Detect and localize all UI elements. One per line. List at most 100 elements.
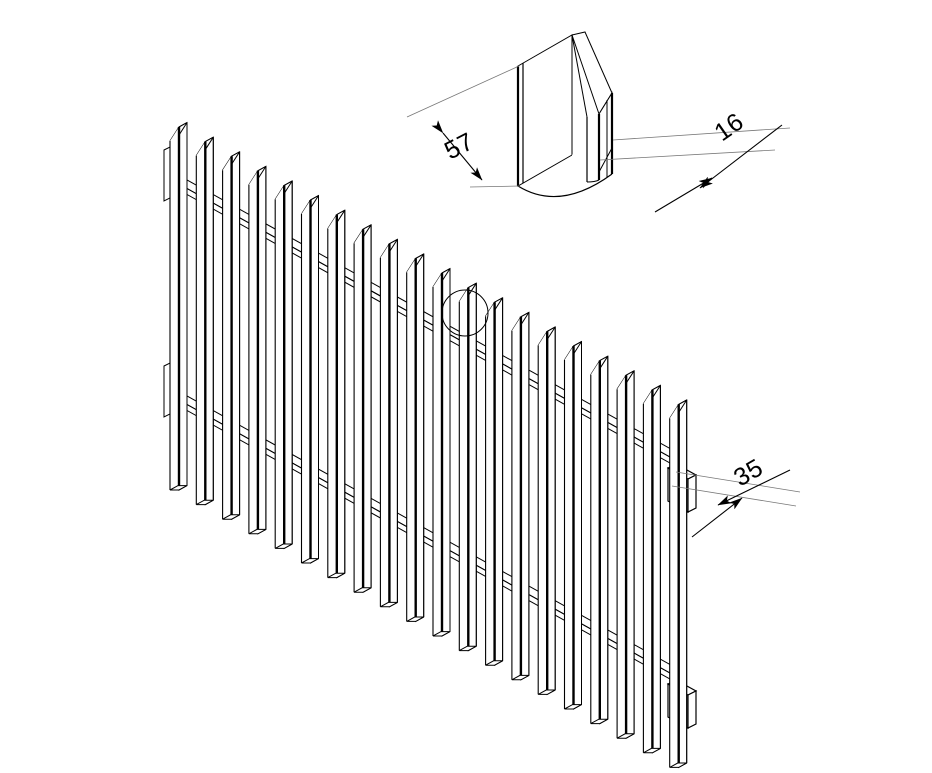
fence-picket (590, 355, 609, 725)
fence-picket (458, 282, 477, 652)
fence-picket (300, 194, 319, 564)
fence-picket (353, 223, 372, 594)
dim-16-arrow-upper (699, 124, 783, 189)
picket-bottom-end (564, 704, 582, 710)
fence-picket (169, 121, 188, 491)
dim-16-ext-upper (612, 127, 791, 141)
picket-side-face (494, 296, 504, 667)
dimension-57: 57 (406, 65, 521, 188)
dim-57-ext-upper (406, 65, 520, 118)
picket-front-face (485, 302, 495, 666)
picket-front-face (275, 185, 285, 549)
picket-side-face (388, 238, 398, 608)
picket-front-face (301, 200, 311, 563)
picket-side-face (415, 253, 425, 623)
left-rail-end-tabs (163, 146, 171, 418)
fence-picket (511, 311, 530, 681)
picket-bottom-end (485, 660, 503, 666)
detail-picket-front-body (572, 114, 599, 176)
fence-picket (222, 150, 241, 521)
picket-front-face (222, 156, 232, 520)
picket-bottom-end (169, 485, 188, 491)
dimension-16: 16 (599, 107, 791, 213)
dim-35-arrow-lower (691, 497, 743, 538)
fence-picket (537, 326, 556, 696)
fence-pickets-group (169, 121, 688, 769)
picket-front-face (406, 258, 416, 622)
fence-picket (642, 384, 661, 754)
picket-bottom-end (222, 514, 240, 520)
fence-picket (616, 369, 635, 740)
fence-picket (406, 253, 425, 623)
dim-35-ext-upper (675, 471, 801, 493)
picket-bottom-end (669, 762, 687, 768)
picket-front-face (380, 243, 390, 607)
picket-front-face (590, 360, 600, 724)
detail-bevel-fold-line (571, 34, 588, 118)
picket-bottom-end (511, 674, 530, 681)
fence-picket (669, 399, 688, 769)
picket-side-face (362, 223, 372, 594)
dim-35-value: 35 (729, 454, 768, 493)
picket-front-face (538, 331, 548, 695)
picket-front-face (564, 346, 574, 709)
picket-front-face (354, 229, 364, 593)
fence-picket (485, 296, 504, 667)
picket-bottom-end (537, 689, 556, 695)
right-lower-rail-tab-side (687, 690, 697, 729)
picket-bottom-end (327, 572, 346, 579)
picket-side-face (257, 165, 267, 535)
picket-side-face (441, 267, 451, 637)
detail-picket-bevel-facet (571, 31, 613, 116)
detail-picket-left-face (517, 34, 573, 187)
picket-bottom-end (406, 616, 424, 622)
fence-picket (563, 340, 582, 710)
left-lower-rail-tab (163, 362, 171, 418)
picket-bottom-end (432, 631, 451, 637)
left-upper-rail-tab (163, 146, 171, 202)
dim-16-ext-lower (599, 149, 776, 161)
picket-bottom-end (196, 499, 214, 506)
dim-16-value: 16 (709, 107, 749, 146)
picket-bottom-end (248, 528, 267, 535)
picket-bottom-end (274, 543, 293, 549)
picket-side-face (310, 194, 319, 564)
picket-front-face (196, 141, 206, 505)
picket-bottom-end (353, 587, 372, 593)
fence-picket (327, 209, 346, 579)
picket-front-face (617, 375, 627, 739)
picket-bottom-end (643, 747, 661, 754)
picket-bottom-end (301, 558, 319, 564)
detail-bottom-break-arc (517, 173, 613, 198)
picket-bottom-end (380, 601, 398, 608)
picket-front-face (511, 316, 521, 680)
detail-circle-marker (441, 289, 489, 337)
fence-picket (432, 267, 451, 637)
picket-front-face (327, 214, 337, 578)
picket-front-face (643, 389, 653, 753)
fence-picket (248, 165, 267, 535)
picket-bottom-end (590, 718, 609, 725)
picket-side-face (467, 282, 477, 652)
picket-side-face (336, 209, 346, 579)
fence-picket (195, 136, 214, 506)
fence-picket (379, 238, 398, 608)
picket-front-face (170, 127, 179, 490)
picket-front-face (433, 273, 442, 636)
dim-57-line (431, 120, 483, 181)
picket-bottom-end (616, 733, 635, 739)
dim-16-arrow-lower (654, 177, 713, 213)
dim-57-ext-lower (469, 185, 521, 188)
picket-front-face (248, 170, 258, 534)
picket-side-face (283, 180, 293, 550)
detail-bottom-break-arc-inner (586, 179, 600, 183)
right-upper-rail-tab-side (687, 474, 697, 513)
fence-panel-isometric (163, 121, 698, 769)
dim-57-value: 57 (440, 127, 478, 165)
picket-front-face (669, 404, 679, 768)
fence-picket (274, 180, 293, 550)
picket-bottom-end (459, 645, 477, 652)
picket-top-detail-view (516, 31, 614, 198)
